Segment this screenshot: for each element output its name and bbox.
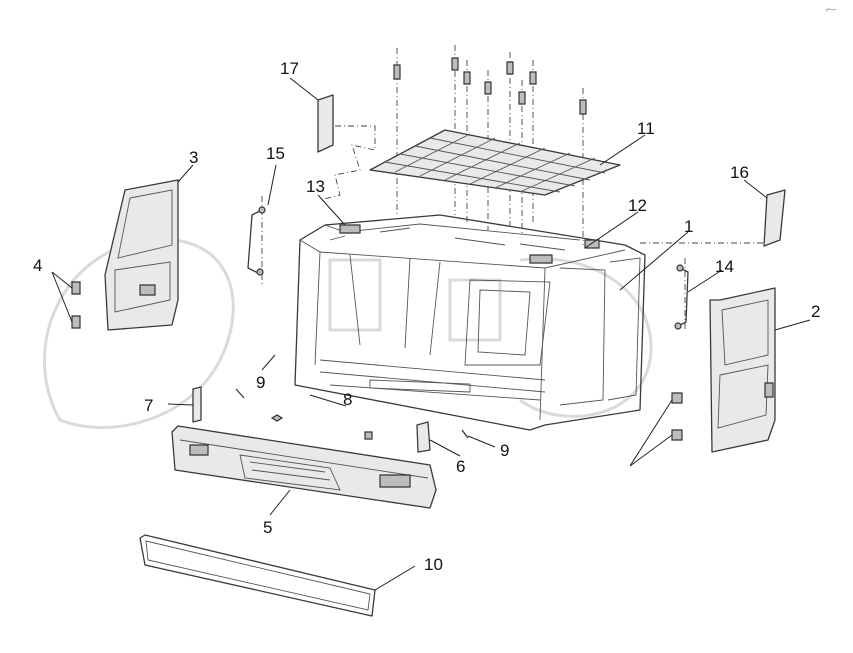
clips <box>235 388 469 439</box>
corner-mark: ⌐– <box>826 4 836 14</box>
left-door <box>104 179 179 331</box>
cab-body-frame <box>294 214 646 431</box>
callout-7: 7 <box>144 396 153 415</box>
callout-9-right: 9 <box>500 441 509 460</box>
left-hinges <box>71 281 81 329</box>
quarter-window-right <box>763 189 786 247</box>
callout-17: 17 <box>280 59 299 78</box>
callout-12: 12 <box>628 196 647 215</box>
callout-6: 6 <box>456 457 465 476</box>
callout-4: 4 <box>33 256 42 275</box>
callout-labels: 17 3 15 13 11 16 12 1 4 14 2 9 7 8 6 9 5… <box>33 4 836 574</box>
callout-2: 2 <box>811 302 820 321</box>
callout-3: 3 <box>189 148 198 167</box>
roof-liner-grid <box>369 129 621 196</box>
front-grille-panel <box>171 425 437 509</box>
right-hinges <box>671 392 683 441</box>
grab-handle-left <box>247 206 266 276</box>
callout-13: 13 <box>306 177 325 196</box>
callout-14: 14 <box>715 257 734 276</box>
callout-15: 15 <box>266 144 285 163</box>
right-door <box>709 287 776 453</box>
roof-bolts <box>393 57 587 115</box>
callout-11: 11 <box>637 119 655 138</box>
grab-handle-right <box>674 264 689 330</box>
left-lamp-trim <box>192 386 202 423</box>
fasteners <box>270 414 373 440</box>
callout-10: 10 <box>424 555 443 574</box>
callout-8: 8 <box>343 390 352 409</box>
leader-lines <box>51 77 811 591</box>
callout-1: 1 <box>684 217 693 236</box>
callout-5: 5 <box>263 518 272 537</box>
windshield-seal <box>139 534 376 617</box>
callout-16: 16 <box>730 163 749 182</box>
callout-9-left: 9 <box>256 373 265 392</box>
right-lamp-trim <box>416 421 431 453</box>
quarter-window-left <box>317 94 334 153</box>
